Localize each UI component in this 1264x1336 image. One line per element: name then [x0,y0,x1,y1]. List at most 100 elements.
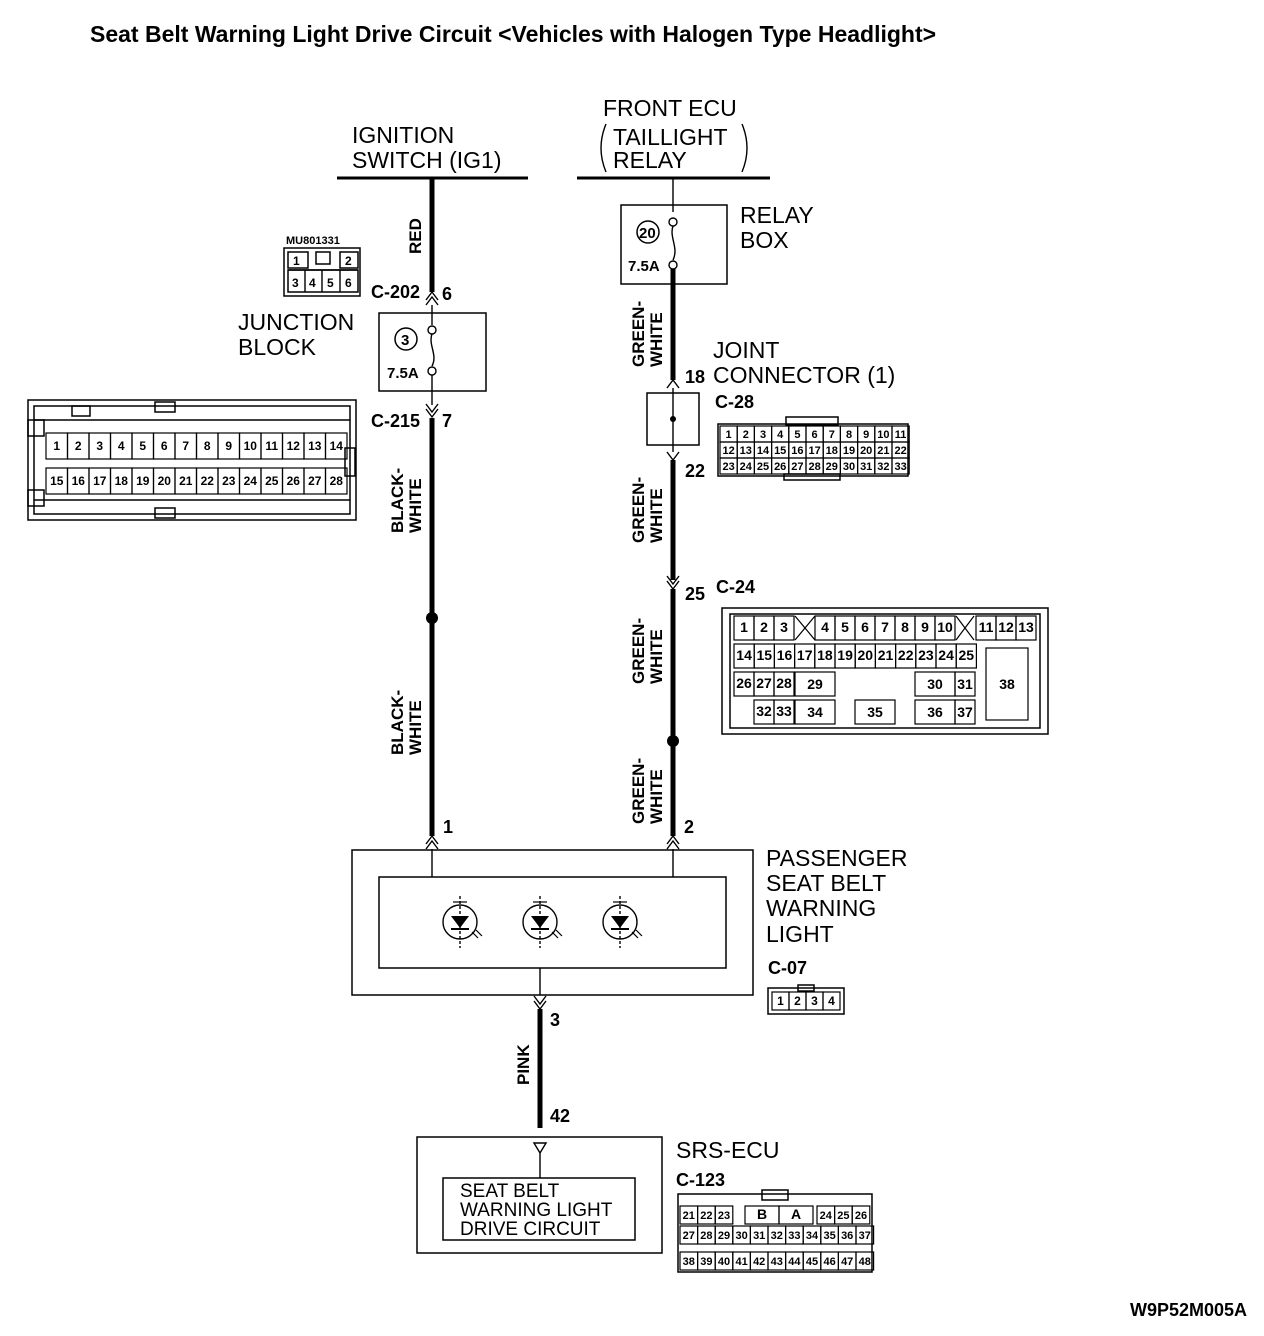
connector-pin-number: 22 [700,1210,712,1222]
c202-connector-mark [425,290,439,301]
c24-label: C-24 [716,577,755,597]
connector-pin-number: 19 [136,474,150,488]
srs-circuit-label-3: DRIVE CIRCUIT [460,1219,601,1240]
connector-pin-number: 16 [777,647,793,663]
connector-pin-number: 23 [722,461,734,473]
warning-light-label-2: SEAT BELT [766,870,886,896]
light-pin-2: 2 [684,817,694,837]
joint-pin-in: 18 [685,367,705,387]
blank-cavity [955,615,975,641]
connector-pin-number: 13 [740,445,752,457]
connector-pin-number: 9 [863,429,869,441]
wire-color-left-2b: WHITE [406,700,425,755]
relay-box-label-1: RELAY [740,202,814,228]
wire-color-pink: PINK [514,1044,533,1085]
connector-pin-number: 22 [201,474,215,488]
connector-cavity [1015,615,1037,641]
connector-pin-number: 4 [118,439,125,453]
connector-pin-number: 11 [979,619,994,635]
connector-pin-number: 23 [718,1210,730,1222]
wire-color-right-4a: GREEN- [629,758,648,824]
light-pin1-connector-mark-2 [425,839,439,850]
wire-color-right-1a: GREEN- [629,301,648,367]
joint-connector-label-1: JOINT [713,337,779,363]
srs-pin: 42 [550,1106,570,1126]
connector-pin-number: 23 [222,474,236,488]
diagram-title: Seat Belt Warning Light Drive Circuit <V… [90,21,936,47]
srs-terminal-mark [532,1142,548,1155]
front-ecu-paren-right [741,123,748,173]
connector-pin-number: 37 [957,704,973,720]
srs-circuit-label-2: WARNING LIGHT [460,1200,613,1221]
connector-cavity [851,1205,871,1225]
connector-pin-number: 8 [204,439,211,453]
warning-light-label-1: PASSENGER [766,845,907,871]
junction-fuse-number-circle [394,327,418,351]
connector-pin-number: 11 [895,429,907,441]
c202-pin: 6 [442,284,452,304]
wire-color-right-2b: WHITE [647,488,666,543]
connector-pin-number: 22 [898,647,914,663]
connector-cavity [324,467,348,495]
connector-pin-number: 14 [757,445,770,457]
connector-pin-number: 19 [837,647,853,663]
connector-pin-number: 25 [265,474,279,488]
c215-pin: 7 [442,411,452,431]
connector-pin-number: 28 [700,1230,712,1242]
connector-pin-number: 25 [959,647,975,663]
connector-pin-number: 3 [760,429,766,441]
connector-pin-number: 17 [93,474,107,488]
connector-pin-number: 6 [861,619,869,635]
c24-pin: 25 [685,584,705,604]
mu-pin-3: 3 [292,276,299,290]
connector-pin-number: 21 [878,647,894,663]
mu801331-part-code: MU801331 [286,235,340,247]
connector-pin-number: 37 [859,1230,871,1242]
connector-pin-number: 24 [244,474,258,488]
junction-block-label-1: JUNCTION [238,309,354,335]
mu-pin-2: 2 [345,254,352,268]
connector-pin-number: 34 [806,1230,819,1242]
connector-pin-number: 46 [823,1256,835,1268]
wire-color-left-1b: WHITE [406,478,425,533]
c215-connector-mark [425,403,439,414]
connector-pin-number: 38 [999,676,1015,692]
connector-pin-number: 1 [53,439,60,453]
connector-pin-number: 24 [938,647,954,663]
connector-pin-number: 5 [841,619,849,635]
wire-color-left-2a: BLACK- [388,690,407,755]
connector-pin-number: 10 [244,439,258,453]
connector-pin-number: 28 [330,474,344,488]
connector-pin-number: 35 [867,704,883,720]
led-bulb-icon [602,896,643,948]
connector-pin-number: 1 [777,994,784,1008]
connector-pin-number: 7 [829,429,835,441]
connector-pin-number: 6 [812,429,818,441]
connector-pin-number: 16 [791,445,803,457]
connector-pin-number: 12 [998,619,1014,635]
connector-pin-number: 27 [308,474,322,488]
connector-pin-number: 18 [115,474,129,488]
connector-pin-number: 20 [858,647,874,663]
mu-pin-6: 6 [345,276,352,290]
connector-pin-number: 1 [726,429,732,441]
srs-circuit-box [442,1177,636,1241]
connector-pin-number: 21 [683,1210,695,1222]
mu801331-connector: 1 2 3 4 5 6 [283,247,361,297]
light-pin1-connector-mark [425,834,439,845]
connector-pin-number: 32 [877,461,889,473]
connector-pin-number: 13 [308,439,322,453]
connector-pin-number: 10 [937,619,953,635]
c202-connector-mark-2 [425,295,439,306]
wire-color-right-1b: WHITE [647,312,666,367]
connector-pin-number: 4 [828,994,835,1008]
relay-fuse-number: 20 [639,225,656,242]
connector-pin-number: 34 [807,704,823,720]
c28-label: C-28 [715,392,754,412]
connector-pin-number: 3 [811,994,818,1008]
connector-pin-number: 7 [182,439,189,453]
connector-pin-number: 25 [757,461,769,473]
